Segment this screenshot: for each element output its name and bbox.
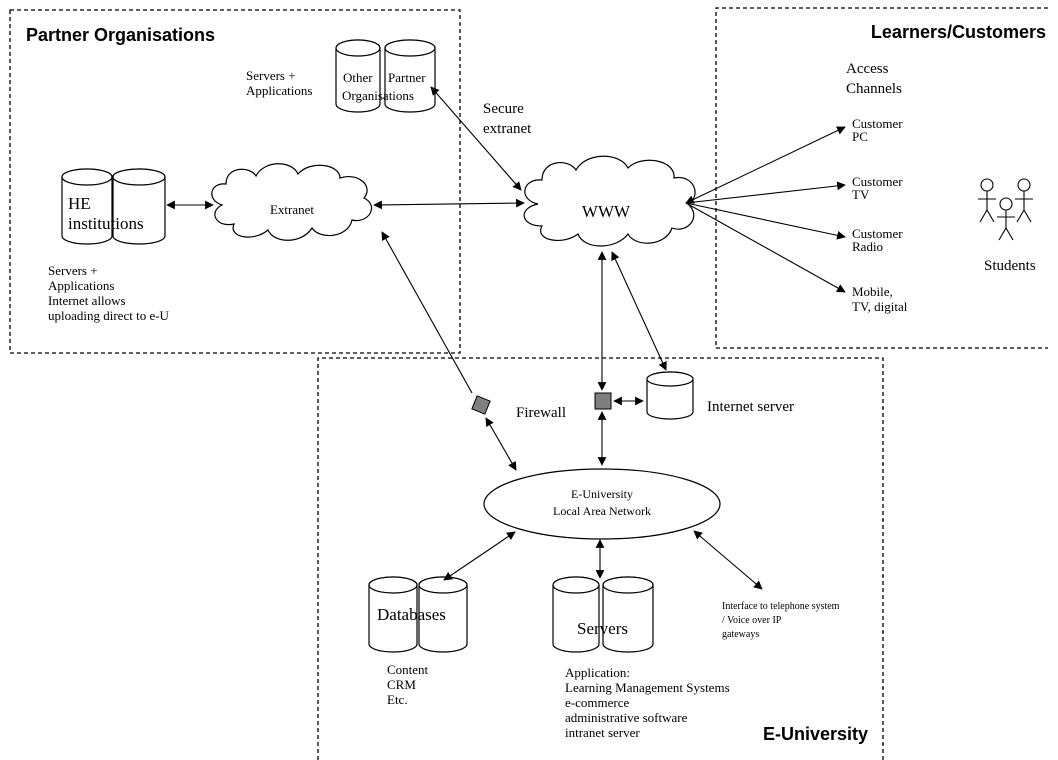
lan-databases-link	[443, 531, 516, 581]
partner-servers-label-2: Applications	[246, 83, 312, 98]
telephone-label-2: / Voice over IP	[722, 615, 782, 626]
channel-customer-pc-label-2: PC	[852, 129, 868, 144]
telephone-label-3: gateways	[722, 629, 759, 640]
access-channels-label-1: Access	[846, 61, 889, 77]
databases-label: Databases	[377, 605, 446, 624]
extranet-www-link	[373, 198, 525, 210]
he-label-1: HE	[68, 194, 91, 213]
firewall-lan-link-left	[485, 417, 517, 471]
he-servers-label-3: Internet allows	[48, 293, 126, 308]
connectors	[166, 86, 846, 590]
app-label-2: Learning Management Systems	[565, 680, 730, 695]
servers-database	[552, 576, 654, 653]
e-university-lan	[483, 468, 721, 540]
extranet-label: Extranet	[270, 202, 314, 217]
channel-customer-radio-label-1: Customer	[852, 226, 903, 241]
internet-server-database	[646, 371, 694, 420]
app-label-5: intranet server	[565, 725, 640, 740]
learners-customers-title: Learners/Customers	[871, 22, 1046, 42]
firewall-icon-left	[471, 395, 491, 415]
students-figures	[978, 178, 1033, 241]
access-channels-label-2: Channels	[846, 81, 902, 97]
databases-database	[368, 576, 468, 653]
partner-organisations-frame	[9, 9, 461, 354]
channel-mobile-label-1: Mobile,	[852, 284, 893, 299]
app-label-1: Application:	[565, 665, 630, 680]
firewall-label: Firewall	[516, 405, 566, 421]
lan-label-2: Local Area Network	[553, 504, 651, 518]
lan-label-1: E-University	[571, 487, 633, 501]
e-university-title: E-University	[763, 724, 868, 744]
internet-server-label: Internet server	[707, 399, 794, 415]
app-label-3: e-commerce	[565, 695, 629, 710]
app-label-4: administrative software	[565, 710, 688, 725]
he-label-2: institutions	[68, 214, 144, 233]
db-content-label-3: Etc.	[387, 692, 408, 707]
he-institutions-database	[61, 168, 166, 245]
db-content-label-1: Content	[387, 662, 429, 677]
channel-customer-pc-label-1: Customer	[852, 116, 903, 131]
partner-servers-label-1: Servers +	[246, 68, 296, 83]
channel-customer-tv-label-1: Customer	[852, 174, 903, 189]
secure-extranet-link	[430, 86, 522, 191]
www-radio-link	[685, 202, 846, 240]
www-tv-link	[685, 181, 846, 204]
channel-customer-radio-label-2: Radio	[852, 239, 883, 254]
www-pc-link	[685, 126, 846, 204]
servers-label: Servers	[577, 619, 628, 638]
secure-extranet-label-1: Secure	[483, 101, 524, 117]
other-partner-label-2: Partner	[388, 70, 426, 85]
channel-mobile-label-2: TV, digital	[852, 299, 908, 314]
telephone-label-1: Interface to telephone system	[722, 601, 840, 612]
other-partner-label-1: Other	[343, 70, 373, 85]
extranet-firewall-link	[381, 231, 473, 394]
www-label: WWW	[582, 202, 631, 221]
channel-customer-tv-label-2: TV	[852, 187, 870, 202]
other-partner-organisations-database	[335, 39, 436, 113]
other-partner-label-3: Organisations	[342, 88, 414, 103]
extranet-cloud	[211, 163, 373, 241]
partner-organisations-title: Partner Organisations	[26, 25, 215, 45]
www-mobile-link	[685, 202, 846, 293]
he-servers-label-2: Applications	[48, 278, 114, 293]
www-internet-server-link	[611, 251, 667, 371]
firewall-icon-right	[594, 392, 612, 410]
db-content-label-2: CRM	[387, 677, 416, 692]
he-servers-label-4: uploading direct to e-U	[48, 308, 170, 323]
secure-extranet-label-2: extranet	[483, 121, 532, 137]
students-label: Students	[984, 258, 1036, 274]
lan-telephone-link	[693, 530, 763, 590]
he-servers-label-1: Servers +	[48, 263, 98, 278]
